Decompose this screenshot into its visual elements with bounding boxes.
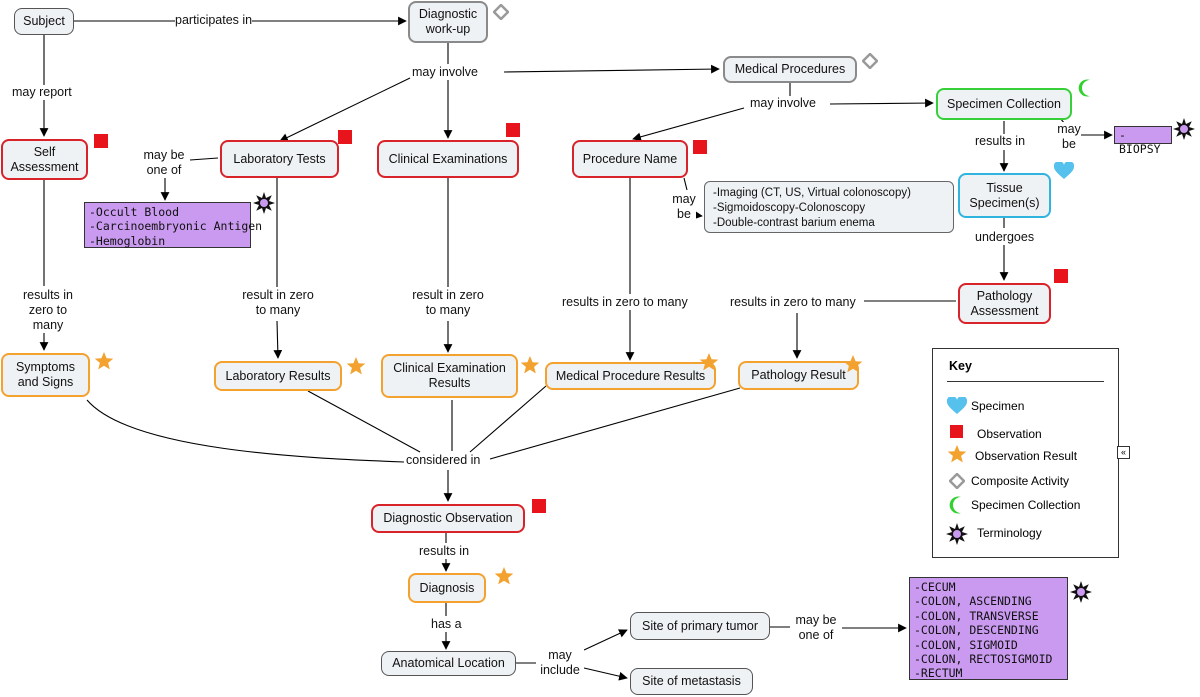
node-clinical-exam-results[interactable]: Clinical Examination Results	[381, 354, 518, 398]
legend-item-terminology: Terminology	[977, 526, 1042, 540]
link-results-in: results in	[975, 134, 1026, 149]
node-tissue-specimens[interactable]: Tissue Specimen(s)	[958, 173, 1051, 218]
legend-divider	[947, 381, 1104, 382]
star-icon	[520, 356, 540, 374]
observation-square-icon	[506, 123, 520, 137]
lab-term: -Carcinoembryonic Antigen	[89, 219, 263, 234]
star-icon	[494, 567, 514, 585]
legend-item-composite-activity: Composite Activity	[971, 474, 1070, 488]
observation-square-icon	[950, 425, 963, 438]
site-term: -COLON, TRANSVERSE	[914, 608, 1039, 623]
lab-term: -Hemoglobin	[89, 233, 166, 248]
star-icon	[699, 353, 719, 371]
legend-item-specimen-collection: Specimen Collection	[971, 498, 1081, 512]
star-icon	[947, 445, 967, 463]
link-results-in: results in	[419, 544, 470, 559]
crescent-icon	[1078, 79, 1090, 97]
link-results-zero-to-many: results in zero to many	[730, 295, 856, 310]
composite-activity-icon	[949, 473, 965, 489]
site-term: -COLON, RECTOSIGMOID	[914, 651, 1053, 666]
star-icon	[94, 352, 114, 370]
site-term: -COLON, DESCENDING	[914, 623, 1039, 638]
link-may-be: may be	[672, 192, 696, 222]
collapse-legend-icon[interactable]: «	[1117, 446, 1130, 459]
node-laboratory-tests[interactable]: Laboratory Tests	[220, 140, 339, 178]
link-may-be-one-of: may be one of	[790, 613, 842, 643]
link-participates-in: participates in	[175, 13, 253, 28]
node-medical-procedures[interactable]: Medical Procedures	[723, 56, 857, 83]
link-may-involve: may involve	[412, 65, 478, 80]
node-specimen-collection[interactable]: Specimen Collection	[936, 88, 1072, 120]
link-results-zero-to-many: results in zero to many	[562, 295, 688, 310]
site-term: -COLON, SIGMOID	[914, 637, 1018, 652]
observation-square-icon	[532, 499, 546, 513]
legend-item-specimen: Specimen	[971, 399, 1025, 413]
node-site-metastasis[interactable]: Site of metastasis	[630, 668, 753, 695]
star-icon	[346, 357, 366, 375]
link-result-zero-to-many: result in zero to many	[238, 288, 318, 318]
procedure-option: -Sigmoidoscopy-Colonoscopy	[713, 201, 866, 214]
terminology-burst-icon	[1173, 118, 1195, 140]
link-has-a: has a	[431, 617, 462, 632]
site-term: -RECTUM	[914, 666, 963, 681]
site-term: -COLON, ASCENDING	[914, 594, 1032, 609]
lab-terms-list: -Occult Blood -Carcinoembryonic Antigen …	[84, 202, 263, 248]
node-subject[interactable]: Subject	[14, 8, 74, 35]
node-diagnosis[interactable]: Diagnosis	[408, 573, 486, 603]
link-result-zero-to-many: result in zero to many	[408, 288, 488, 318]
star-icon	[843, 355, 863, 373]
node-diagnostic-workup[interactable]: Diagnostic work-up	[408, 1, 488, 43]
composite-activity-icon	[862, 53, 878, 69]
node-pathology-result[interactable]: Pathology Result	[738, 361, 859, 390]
link-may-be-one-of: may be one of	[139, 148, 189, 178]
link-may-be: may be	[1057, 122, 1081, 152]
biopsy-term: -BIOPSY	[1114, 126, 1172, 156]
observation-square-icon	[338, 130, 352, 144]
legend-item-observation: Observation	[977, 427, 1042, 441]
link-may-report: may report	[12, 85, 72, 100]
site-term: -CECUM	[914, 580, 956, 594]
link-may-involve: may involve	[750, 96, 816, 111]
procedure-option: -Imaging (CT, US, Virtual colonoscopy)	[713, 187, 911, 199]
heart-icon	[1054, 162, 1074, 179]
lab-term: -Occult Blood	[89, 205, 180, 219]
node-diagnostic-observation[interactable]: Diagnostic Observation	[371, 504, 525, 533]
procedure-option: -Double-contrast barium enema	[713, 216, 875, 229]
terminology-burst-icon	[946, 523, 968, 545]
legend-item-observation-result: Observation Result	[975, 449, 1078, 463]
sites-terms-list: -CECUM -COLON, ASCENDING -COLON, TRANSVE…	[909, 577, 1068, 680]
link-results-zero-to-many: results in zero to many	[12, 288, 84, 333]
node-symptoms-signs[interactable]: Symptoms and Signs	[1, 353, 90, 397]
observation-square-icon	[94, 134, 108, 148]
link-undergoes: undergoes	[975, 230, 1035, 245]
legend-key: Key Specimen Observation Observation Res…	[932, 348, 1119, 558]
node-site-primary-tumor[interactable]: Site of primary tumor	[630, 612, 770, 640]
crescent-icon	[949, 496, 961, 514]
legend-title: Key	[949, 359, 972, 373]
observation-square-icon	[693, 140, 707, 154]
link-may-include: may include	[536, 648, 584, 678]
node-clinical-examinations[interactable]: Clinical Examinations	[377, 140, 519, 178]
node-laboratory-results[interactable]: Laboratory Results	[214, 361, 342, 391]
procedure-options-list: -Imaging (CT, US, Virtual colonoscopy) -…	[704, 181, 954, 233]
node-procedure-name[interactable]: Procedure Name	[572, 140, 688, 178]
terminology-burst-icon	[253, 192, 275, 214]
node-medical-procedure-results[interactable]: Medical Procedure Results	[545, 362, 716, 390]
node-anatomical-location[interactable]: Anatomical Location	[381, 651, 516, 676]
node-self-assessment[interactable]: Self Assessment	[1, 139, 88, 180]
heart-icon	[947, 397, 967, 414]
composite-activity-icon	[493, 4, 509, 20]
observation-square-icon	[1054, 269, 1068, 283]
link-considered-in: considered in	[406, 453, 481, 468]
terminology-burst-icon	[1070, 581, 1092, 603]
node-pathology-assessment[interactable]: Pathology Assessment	[958, 283, 1051, 324]
